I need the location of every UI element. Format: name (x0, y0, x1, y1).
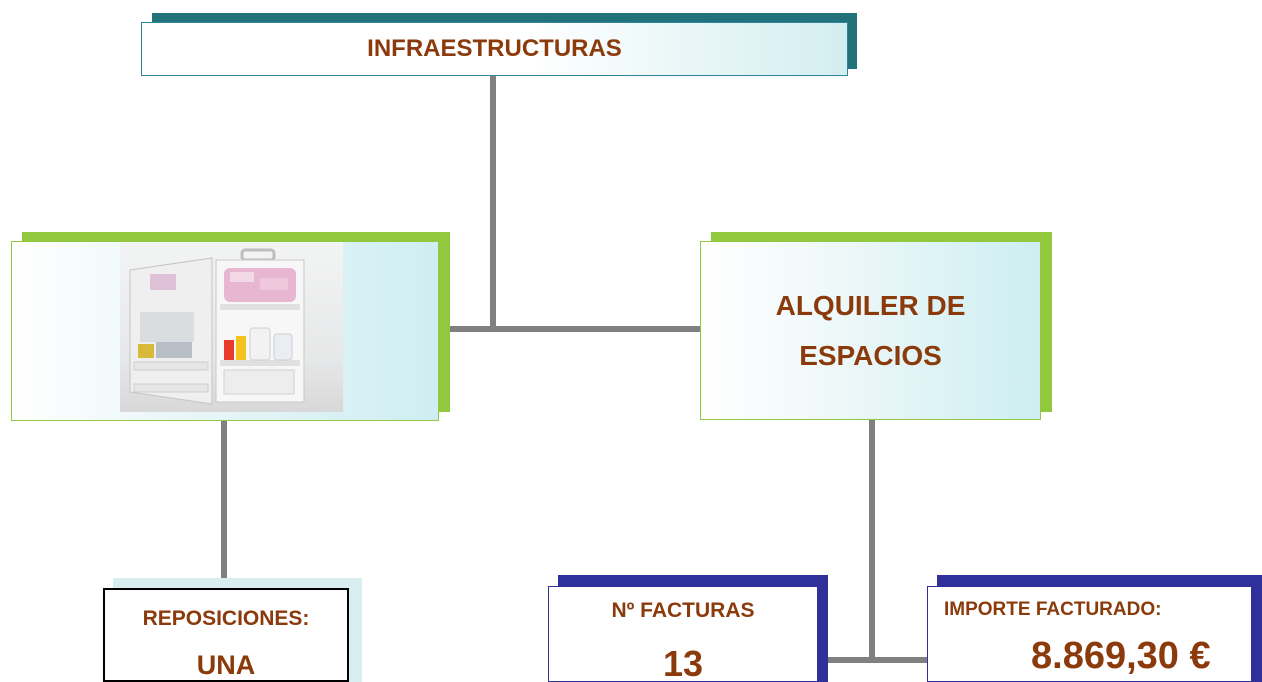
facturas-value: 13 (662, 643, 704, 682)
reposiciones-label: REPOSICIONES: (142, 607, 310, 630)
node-face (11, 241, 439, 421)
connector-left-vertical (221, 421, 227, 588)
connector-top-vertical (490, 76, 496, 332)
infraestructuras-label: INFRAESTRUCTURAS (367, 35, 622, 62)
alquiler-label-line1: ALQUILER DE (775, 289, 966, 321)
connector-horizontal-middle (439, 326, 700, 332)
node-face: ALQUILER DE ESPACIOS (700, 241, 1041, 420)
node-face: IMPORTE FACTURADO: 8.869,30 € (927, 586, 1252, 682)
node-face: INFRAESTRUCTURAS (141, 22, 848, 76)
alquiler-label-line2: ESPACIOS (799, 339, 942, 371)
facturas-label: Nº FACTURAS (611, 599, 755, 622)
first-aid-kit-image (120, 242, 343, 412)
reposiciones-value: UNA (196, 650, 256, 680)
connector-bottom-horizontal (818, 657, 927, 663)
first-aid-kit-illustration (129, 248, 305, 405)
node-face: Nº FACTURAS 13 (548, 586, 818, 682)
importe-label: IMPORTE FACTURADO: (944, 599, 1162, 620)
node-face: REPOSICIONES: UNA (103, 588, 349, 682)
importe-value: 8.869,30 € (1031, 635, 1211, 677)
connector-right-vertical (869, 420, 875, 663)
